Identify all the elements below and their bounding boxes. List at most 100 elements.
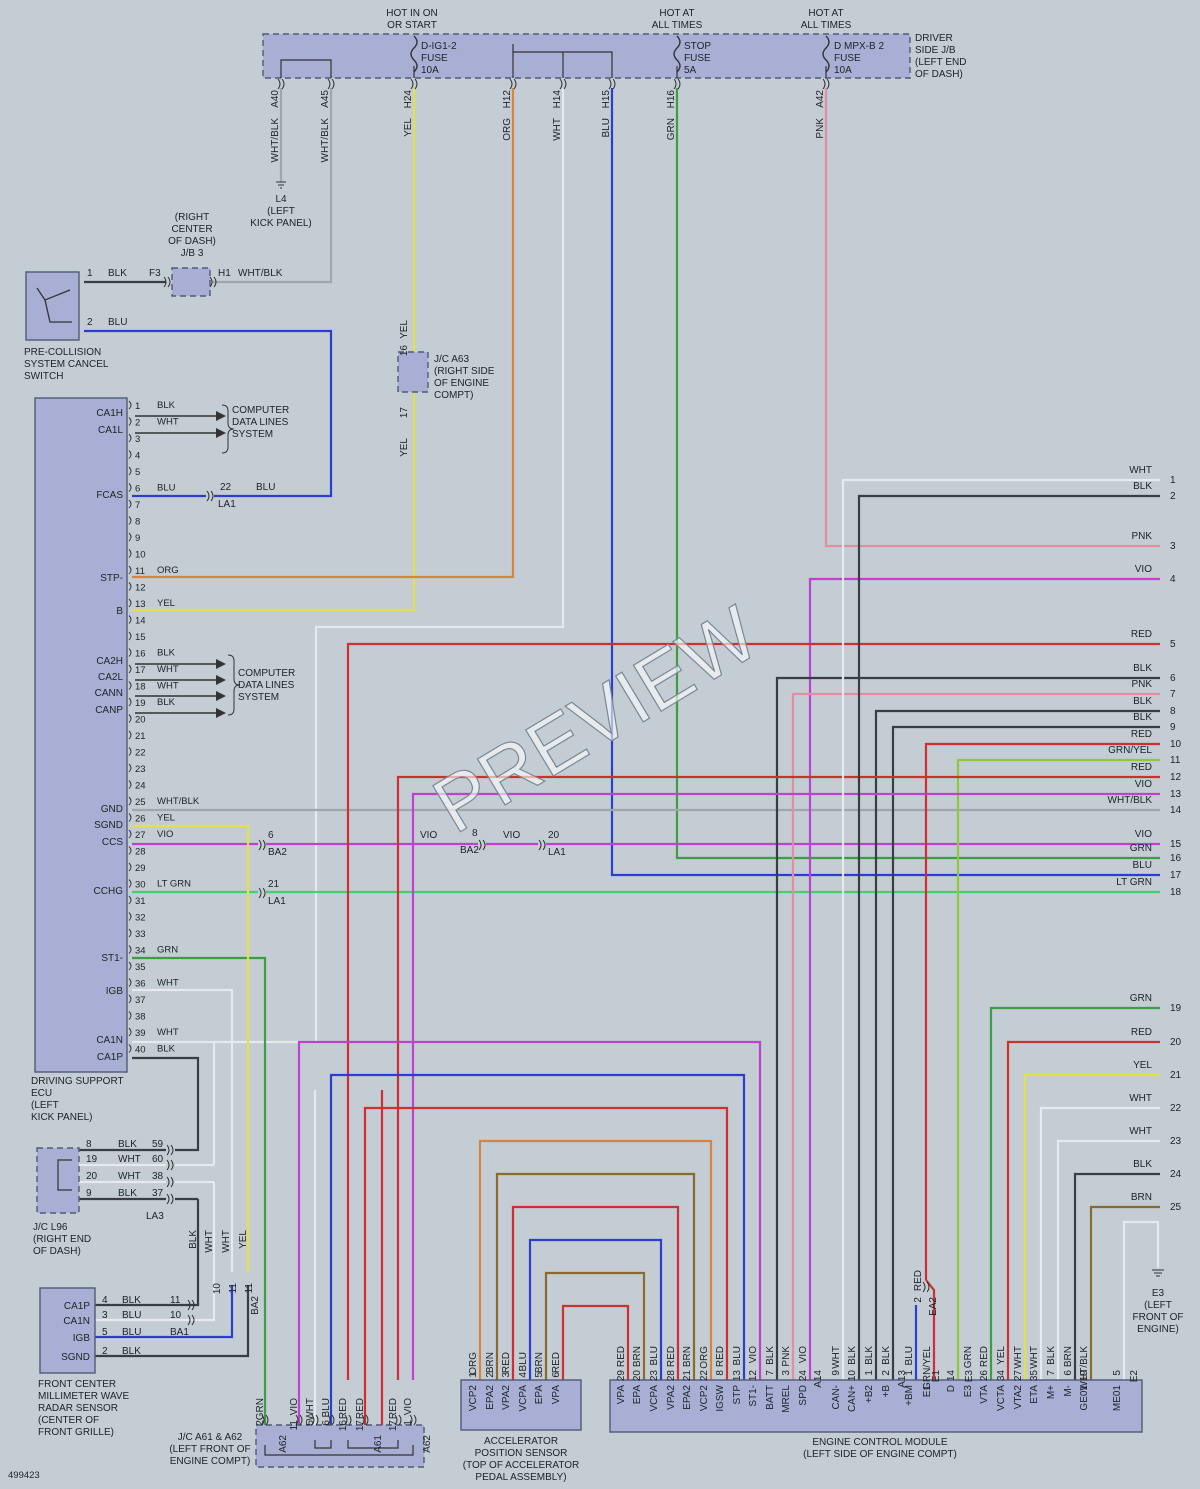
right-wire-color: WHT xyxy=(1129,1093,1152,1104)
wire-st1 xyxy=(132,956,267,1425)
right-wire-number: 24 xyxy=(1170,1169,1182,1180)
jc-a61-wire: VIO xyxy=(289,1398,300,1415)
ecu-pin-mark xyxy=(128,1027,132,1037)
brace xyxy=(221,404,235,454)
ecm-terminal: M- xyxy=(1063,1385,1074,1397)
ecm-pin: 10 xyxy=(847,1370,858,1382)
ecm-conn-e1: E1 xyxy=(931,1370,942,1383)
connector-mark xyxy=(295,1414,303,1426)
right-wire-color: WHT xyxy=(1129,1126,1152,1137)
l96-wire: BLK xyxy=(118,1139,137,1150)
pre-collision-cancel-switch xyxy=(25,271,80,341)
ecu-pin-mark xyxy=(128,450,132,459)
top-wire-label: WHT/BLK xyxy=(320,118,331,163)
ecu-pin-number: 5 xyxy=(135,467,140,478)
connector-mark xyxy=(478,839,486,851)
junction-block-driver-side xyxy=(262,33,911,79)
ecm-wire: WHT/BLK xyxy=(1079,1346,1090,1391)
ecm-pin: 22 xyxy=(699,1370,710,1382)
splice-wire: VIO xyxy=(503,830,520,841)
jc-a63-wire-lower: YEL xyxy=(399,438,410,457)
accel-terminal: VPA2 xyxy=(501,1385,512,1410)
ecm-wire: WHT xyxy=(831,1346,842,1369)
jc-a63-wire-upper: YEL xyxy=(399,320,410,339)
wire-epa xyxy=(544,1271,646,1380)
ecu-pin-wire: BLK xyxy=(157,697,176,708)
ecu-pin-number: 11 xyxy=(135,566,145,577)
right-wire-color: BLK xyxy=(1133,696,1152,707)
splice-name: BA2 xyxy=(460,845,479,856)
l96-pin: 8 xyxy=(86,1139,92,1150)
ecm-terminal: CAN+ xyxy=(847,1385,858,1412)
ecu-pin-number: 12 xyxy=(135,583,146,594)
right-wire-number: 22 xyxy=(1170,1103,1182,1114)
ecu-pin-mark xyxy=(128,978,132,987)
right-wire-color: BLK xyxy=(1133,712,1152,723)
ecu-pin-number: 38 xyxy=(135,1012,146,1023)
ecu-pin-mark xyxy=(128,1044,132,1053)
ecu-pin-mark xyxy=(128,961,132,971)
ecu-pin-mark xyxy=(128,763,132,773)
ecu-pin-number: 33 xyxy=(135,929,146,940)
ecu-terminal-label: CCHG xyxy=(94,886,124,897)
right-wire-color: PNK xyxy=(1131,531,1152,542)
ecu-pin-mark xyxy=(128,582,132,591)
connector-mark xyxy=(538,839,546,851)
right-wire-number: 7 xyxy=(1170,689,1176,700)
ecu-pin-number: 18 xyxy=(135,682,146,693)
wire-a42 xyxy=(824,88,1160,548)
ecu-terminal-label: CA1H xyxy=(96,408,123,419)
ecm-terminal: IGSW xyxy=(715,1384,726,1411)
radar-vwire-label: BLK xyxy=(188,1230,199,1249)
connector-mark xyxy=(258,887,266,899)
right-wire-color: VIO xyxy=(1135,779,1152,790)
right-wire-number: 18 xyxy=(1170,887,1182,898)
ecu-pin-wire: BLK xyxy=(157,400,176,411)
ecm-pin: 8 xyxy=(715,1370,726,1376)
radar-wire: BLK xyxy=(122,1295,141,1306)
jb3-f3-label: F3 xyxy=(149,268,161,279)
right-wire-number: 17 xyxy=(1170,870,1182,881)
ecm-wire: BLK xyxy=(1046,1346,1057,1365)
right-wire-color: BLK xyxy=(1133,663,1152,674)
a61-label: A61 xyxy=(373,1435,384,1453)
jc-a61-wire: VIO xyxy=(403,1398,414,1415)
ecu-pin-mark xyxy=(128,714,132,723)
ecm-pin: 7 xyxy=(1046,1370,1057,1376)
ecm-wire: WHT xyxy=(1013,1346,1024,1369)
ecm-pin: 7 xyxy=(765,1370,776,1376)
radar-conn-pin: 11 xyxy=(244,1283,255,1294)
ecu-pin-wire: BLK xyxy=(157,648,176,659)
jb-bus xyxy=(280,59,332,78)
wire-ca1p xyxy=(132,1056,200,1152)
engine-control-module xyxy=(609,1379,1143,1433)
ecm-terminal: D xyxy=(946,1385,957,1392)
jb3-h1-label: H1 xyxy=(218,268,231,279)
ecu-pin-number: 31 xyxy=(135,896,146,907)
connector-mark xyxy=(166,1193,174,1205)
ecu-pin-mark xyxy=(128,598,132,608)
wire-25 xyxy=(1089,1205,1160,1380)
connector-mark xyxy=(394,1414,402,1426)
right-wire-color: VIO xyxy=(1135,829,1152,840)
wire-12 xyxy=(396,775,1160,1380)
radar-vwire-label: YEL xyxy=(238,1230,249,1249)
ecm-wire: YEL xyxy=(996,1346,1007,1365)
a62-label: A62 xyxy=(278,1435,289,1453)
ecu-pin-mark xyxy=(128,631,132,641)
wire-igsw xyxy=(363,1106,729,1425)
right-wire-number: 15 xyxy=(1170,839,1182,850)
ecu-pin-wire: GRN xyxy=(157,945,178,956)
ecu-pin-number: 37 xyxy=(135,995,146,1006)
ecm-terminal: +B xyxy=(881,1385,892,1398)
ecm-wire: RED xyxy=(715,1346,726,1367)
ecu-pin-wire: LT GRN xyxy=(157,879,191,890)
ecm-terminal: VCPA xyxy=(649,1385,660,1412)
accel-wire: BLU xyxy=(518,1352,529,1371)
radar-vwire-label: WHT xyxy=(221,1230,232,1253)
splice-name: LA1 xyxy=(218,499,236,510)
ecm-wire: GRN/YEL xyxy=(922,1346,933,1390)
jc-a61-bus xyxy=(347,1440,399,1449)
